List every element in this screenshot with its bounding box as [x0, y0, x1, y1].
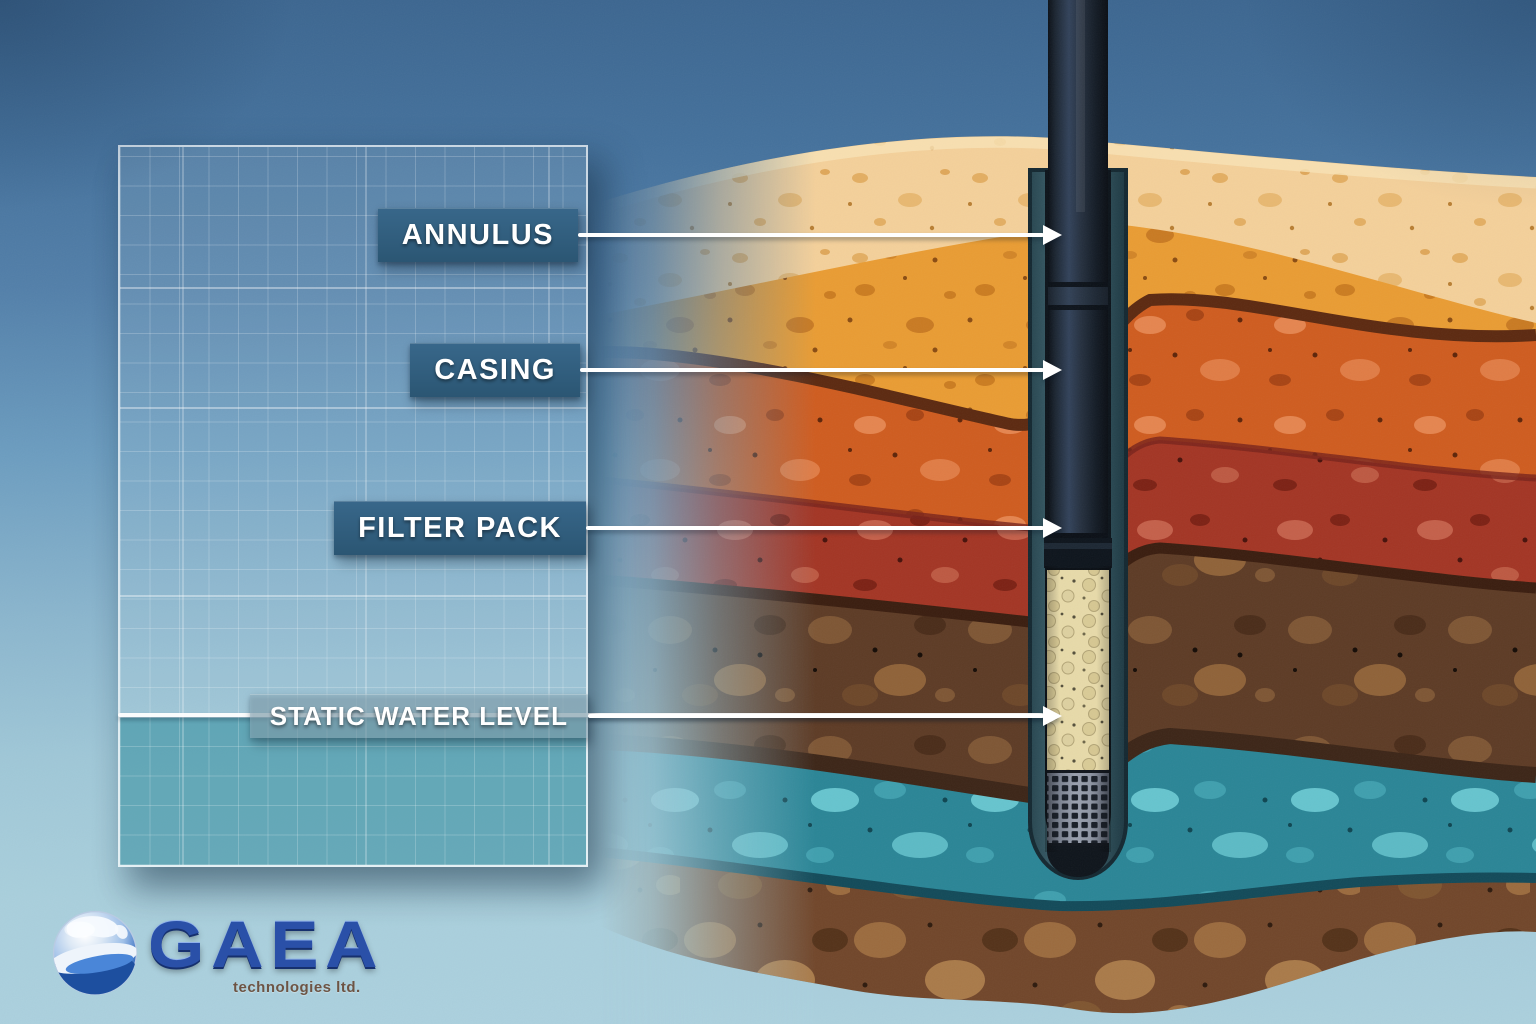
callout-annulus: ANNULUS	[377, 208, 1062, 262]
grid-major-line-h1	[120, 287, 586, 289]
annulus-leader-line	[578, 233, 1044, 237]
static-water-level-leader-line	[588, 714, 1044, 718]
panel-water-zone	[120, 718, 586, 865]
static-water-level-label: STATIC WATER LEVEL	[249, 694, 588, 738]
arrow-head-icon	[1043, 518, 1062, 538]
filter-pack-leader-line	[586, 526, 1044, 530]
grid-major-line-v1	[182, 147, 184, 865]
annulus-label: ANNULUS	[377, 208, 578, 262]
grid-major-line-h2	[120, 407, 586, 409]
globe-icon	[52, 910, 138, 996]
callout-static-water-level: STATIC WATER LEVEL	[249, 694, 1062, 738]
brand-tagline: technologies ltd.	[233, 978, 361, 996]
grid-major-line-h3	[120, 595, 586, 597]
gaea-logo: GAEA technologies ltd.	[50, 908, 378, 998]
arrow-head-icon	[1043, 706, 1062, 726]
filter-pack-label: FILTER PACK	[334, 501, 586, 555]
arrow-head-icon	[1043, 225, 1062, 245]
arrow-head-icon	[1043, 360, 1062, 380]
callout-casing: CASING	[410, 343, 1062, 397]
casing-leader-line	[580, 368, 1044, 372]
logo-text: GAEA technologies ltd.	[148, 911, 378, 996]
callout-filter-pack: FILTER PACK	[334, 501, 1062, 555]
brand-wordmark: GAEA	[148, 906, 385, 981]
casing-label: CASING	[410, 343, 580, 397]
